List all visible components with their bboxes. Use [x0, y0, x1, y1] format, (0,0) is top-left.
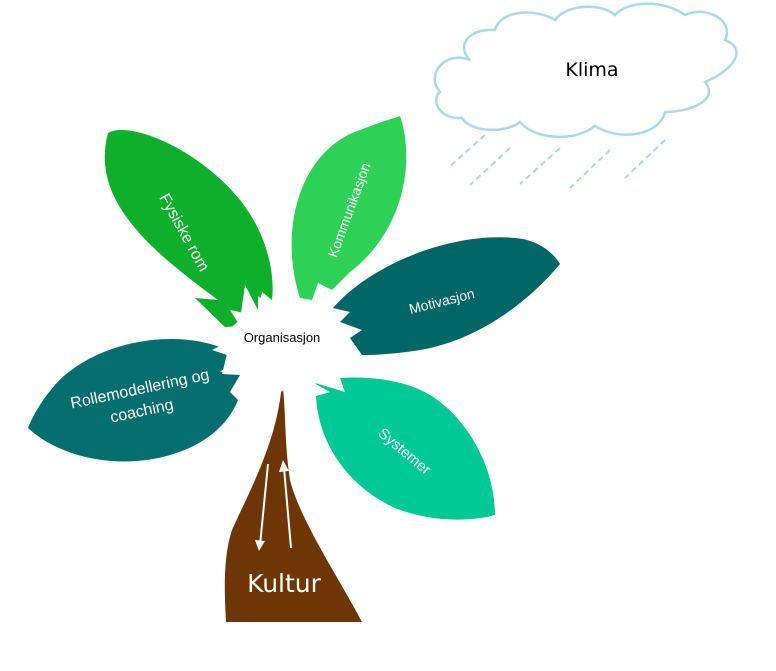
- leaf-shape: [104, 129, 273, 330]
- leaf-rollemodellering: Rollemodellering og coaching: [28, 338, 240, 462]
- up-arrow-icon: [283, 467, 292, 549]
- leaf-shape: [291, 116, 407, 300]
- culture-label: Kultur: [247, 569, 322, 598]
- center-label: Organisasjon: [244, 330, 321, 345]
- up-arrow-head: [279, 460, 289, 472]
- organisation-center: Organisasjon: [210, 296, 362, 392]
- climate-cloud: Klima: [433, 2, 738, 138]
- climate-label: Klima: [565, 59, 618, 81]
- rain-streak: [469, 147, 511, 186]
- rain-streak: [624, 139, 666, 179]
- leaf-shape: [312, 377, 495, 520]
- leaf-motivasjon: Motivasjon: [333, 237, 560, 355]
- rain-streak: [569, 149, 611, 189]
- rain-streak: [447, 134, 486, 169]
- rain-streak: [519, 147, 561, 185]
- rain: [447, 134, 666, 189]
- down-arrow-head: [255, 540, 265, 551]
- leaf-fysiske-rom: Fysiske rom: [104, 129, 273, 330]
- leaf-shape: [333, 237, 560, 355]
- cloud-shape: [433, 2, 738, 138]
- center-burst-shape: [210, 296, 362, 392]
- trunk-shape: [224, 382, 362, 622]
- culture-trunk: Kultur: [224, 382, 362, 622]
- leaf-kommunikasjon: Kommunikasjon: [291, 116, 407, 300]
- down-arrow-icon: [259, 463, 269, 546]
- leaf-shape: [28, 338, 240, 462]
- leaf-systemer: Systemer: [312, 377, 495, 520]
